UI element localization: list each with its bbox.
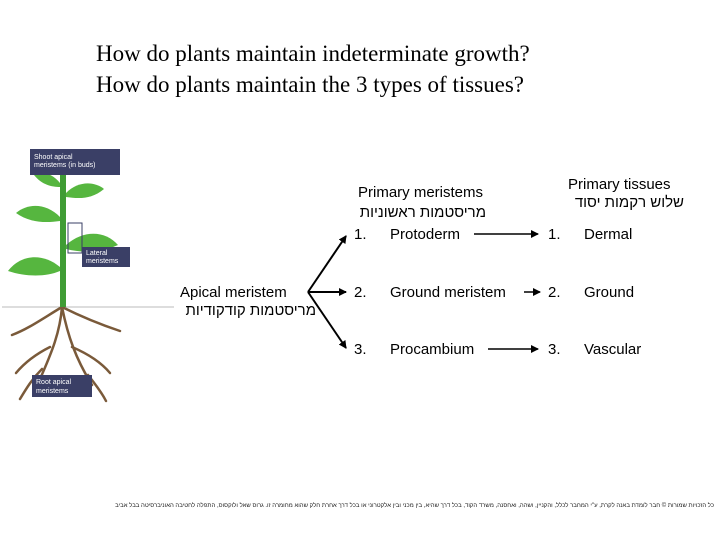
row-1-tissue-number: 1. — [548, 226, 561, 243]
slide-title: How do plants maintain indeterminate gro… — [96, 38, 696, 100]
shoot-label-line2: meristems (in buds) — [34, 162, 95, 169]
row-2-number: 2. — [354, 284, 367, 301]
ground-meristem-label: Ground meristem — [390, 284, 506, 301]
roots — [10, 305, 122, 403]
row-3-tissue-number: 3. — [548, 341, 561, 358]
plant-illustration: Shoot apical meristems (in buds) Lateral… — [2, 147, 174, 409]
lateral-highlight — [67, 222, 83, 254]
row-2-tissue-number: 2. — [548, 284, 561, 301]
root-label-line1: Root apical — [36, 379, 71, 386]
ground-label: Ground — [584, 284, 635, 301]
row-1-number: 1. — [354, 226, 367, 243]
primary-meristems-label: Primary meristems — [358, 184, 484, 201]
lateral-label-line1: Lateral — [86, 250, 108, 257]
apical-meristem-label: Apical meristem — [180, 284, 287, 301]
primary-meristems-label-he: מריסטמות ראשוניות — [359, 204, 486, 221]
shoot-label-line1: Shoot apical — [34, 154, 73, 161]
dermal-label: Dermal — [584, 226, 633, 243]
primary-tissues-label: Primary tissues — [568, 176, 671, 193]
vascular-label: Vascular — [584, 341, 642, 358]
protoderm-label: Protoderm — [390, 226, 461, 243]
stem — [60, 169, 66, 307]
primary-tissues-label-he: שלוש רקמות יסוד — [574, 194, 684, 211]
title-line-1: How do plants maintain indeterminate gro… — [96, 41, 530, 66]
lateral-label-line2: meristems — [86, 258, 119, 265]
arrow-apical-to-procambium — [307, 291, 347, 349]
root-label-line2: meristems — [36, 388, 69, 395]
copyright-footer: כל הזכויות שמורות © חבר לומדת באנה לקרת,… — [115, 503, 714, 509]
arrow-apical-to-protoderm — [307, 235, 347, 293]
row-3-number: 3. — [354, 341, 367, 358]
apical-meristem-label-he: מריסטמות קודקודיות — [185, 302, 316, 319]
procambium-label: Procambium — [390, 341, 475, 358]
title-line-2: How do plants maintain the 3 types of ti… — [96, 72, 524, 97]
